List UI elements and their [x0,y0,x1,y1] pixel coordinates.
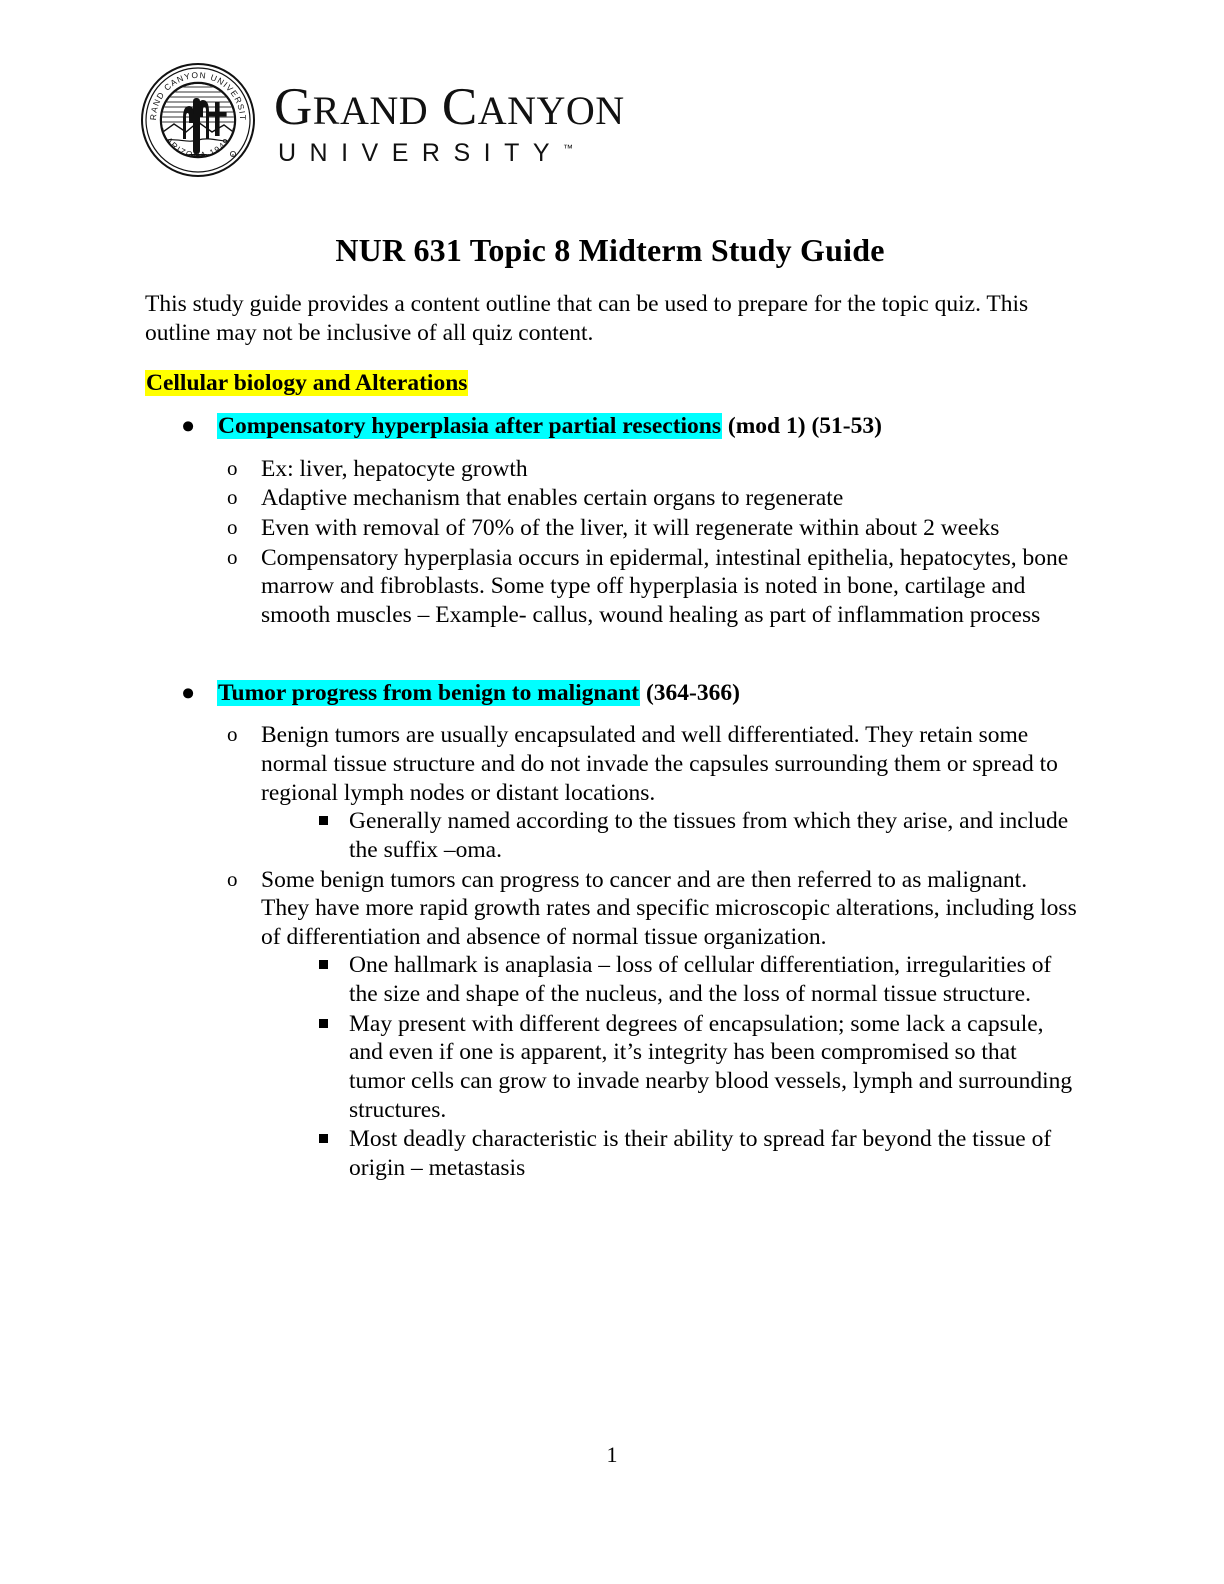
outline-heading: Compensatory hyperplasia after partial r… [217,412,882,439]
page-title: NUR 631 Topic 8 Midterm Study Guide [335,232,885,268]
page-number: 1 [606,1442,618,1467]
sub-outline-list: o Ex: liver, hepatocyte growth o Adaptiv… [217,455,1077,630]
wordmark-grand-canyon: GRAND CANYON [274,77,625,136]
list-item-text: Some benign tumors can progress to cance… [261,866,1077,950]
trademark-symbol: ™ [563,143,574,155]
list-item: o Ex: liver, hepatocyte growth [217,455,1077,484]
bullet-square-icon [319,1018,328,1028]
list-item-text: One hallmark is anaplasia – loss of cell… [349,952,1052,1008]
wordmark-university: UNIVERSITY™ [278,138,625,167]
outline-heading-suffix: (364-366) [640,679,740,706]
list-item: One hallmark is anaplasia – loss of cell… [261,951,1077,1008]
svg-text:R: R [232,153,235,157]
list-item-text: Most deadly characteristic is their abil… [349,1126,1052,1182]
list-item-text: Compensatory hyperplasia occurs in epide… [261,544,1069,628]
bullet-square-icon [319,960,328,970]
list-item: o Benign tumors are usually encapsulated… [217,721,1077,864]
bullet-circle-icon: o [227,514,238,539]
intro-paragraph: This study guide provides a content outl… [145,291,1029,346]
list-item: o Compensatory hyperplasia occurs in epi… [217,544,1077,630]
bullet-circle-icon: o [227,722,238,747]
sub-sub-outline-list: Generally named according to the tissues… [261,807,1077,864]
wordmark-g: G [274,77,313,136]
list-item-text: Ex: liver, hepatocyte growth [261,455,528,482]
document-body: This study guide provides a content outl… [145,290,1077,1184]
university-seal-icon: GRAND CANYON UNIVERSITY ARIZONA 1949 R [140,62,255,177]
list-item-text: Generally named according to the tissues… [349,808,1069,863]
bullet-square-icon [319,1134,328,1144]
sub-sub-outline-list: One hallmark is anaplasia – loss of cell… [261,951,1077,1182]
bullet-circle-icon: o [227,866,238,891]
list-item-text: Benign tumors are usually encapsulated a… [261,722,1058,806]
bullet-circle-icon: o [227,485,238,510]
list-item: o Adaptive mechanism that enables certai… [217,484,1077,513]
list-item: o Even with removal of 70% of the liver,… [217,514,1077,543]
list-item-text: Adaptive mechanism that enables certain … [261,485,844,512]
outline-heading: Tumor progress from benign to malignant … [217,679,740,706]
sub-outline-list: o Benign tumors are usually encapsulated… [217,721,1077,1183]
wordmark-c: C [441,77,478,136]
list-item: Most deadly characteristic is their abil… [261,1125,1077,1182]
list-item: o Some benign tumors can progress to can… [217,866,1077,1183]
outline-heading-highlight: Tumor progress from benign to malignant [217,679,641,706]
bullet-circle-icon: o [227,455,238,480]
gcu-wordmark: GRAND CANYON UNIVERSITY™ [274,75,625,166]
bullet-square-icon [319,816,328,826]
section-heading: Cellular biology and Alterations [145,369,1077,398]
gcu-logo: GRAND CANYON UNIVERSITY ARIZONA 1949 R G… [140,62,625,178]
bullet-circle-icon: o [227,544,238,569]
bullet-disc-icon: ● [181,412,196,439]
section-heading-highlight: Cellular biology and Alterations [145,370,469,397]
wordmark-university-text: UNIVERSITY [278,138,564,167]
outline-list: ● Compensatory hyperplasia after partial… [145,412,1077,1183]
wordmark-rand: RAND [312,87,429,133]
bullet-disc-icon: ● [181,679,196,706]
list-item-text: May present with different degrees of en… [349,1010,1073,1123]
outline-heading-highlight: Compensatory hyperplasia after partial r… [217,412,723,439]
outline-heading-suffix: (mod 1) (51-53) [722,412,882,439]
outline-item-compensatory-hyperplasia: ● Compensatory hyperplasia after partial… [145,412,1077,630]
list-item-text: Even with removal of 70% of the liver, i… [261,514,1000,541]
outline-item-tumor-progression: ● Tumor progress from benign to malignan… [145,679,1077,1183]
wordmark-anyon: ANYON [477,87,625,133]
list-item: May present with different degrees of en… [261,1010,1077,1125]
group-spacer [145,631,1077,661]
list-item: Generally named according to the tissues… [261,807,1077,864]
